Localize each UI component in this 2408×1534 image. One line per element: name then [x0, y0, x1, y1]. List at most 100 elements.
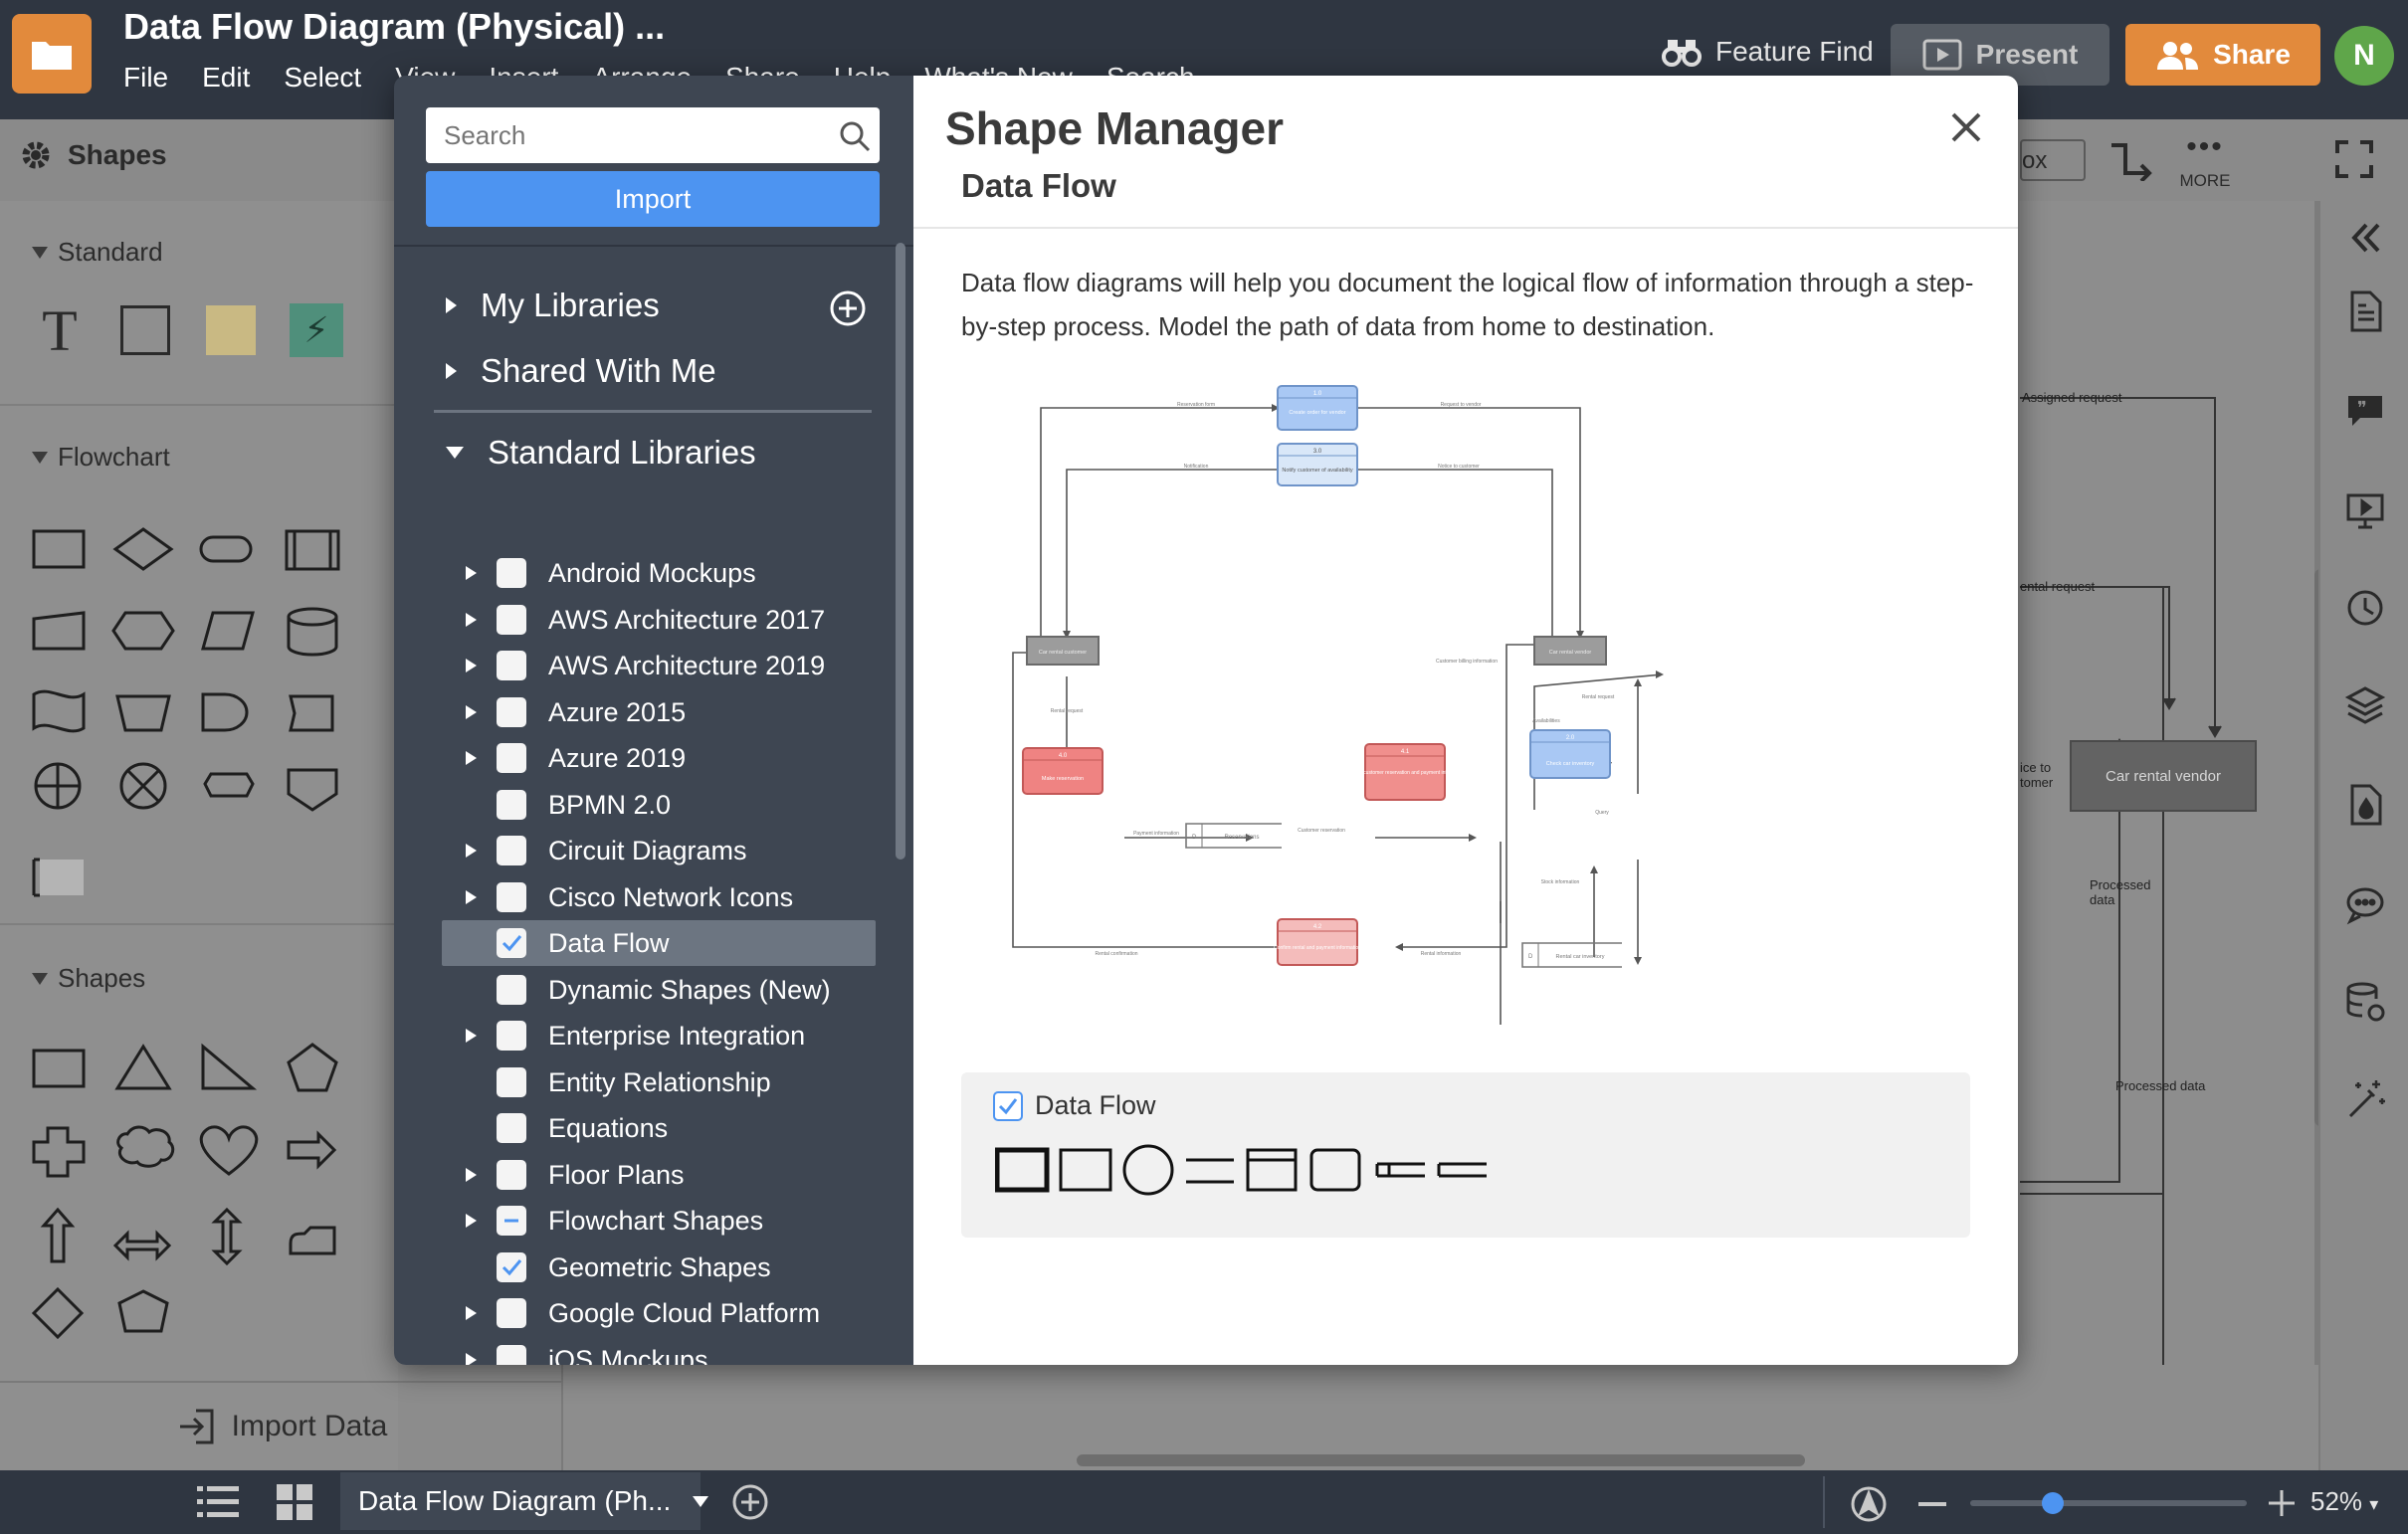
- checkbox-empty-icon[interactable]: [497, 1160, 526, 1190]
- horizontal-scrollbar[interactable]: [1077, 1454, 1805, 1466]
- library-search-input[interactable]: [426, 107, 880, 163]
- block-shape[interactable]: [117, 302, 173, 358]
- data-linking-icon[interactable]: [2342, 979, 2388, 1025]
- library-item[interactable]: Circuit Diagrams: [442, 828, 876, 873]
- chevron-right-icon[interactable]: [466, 1168, 477, 1182]
- diagram-canvas[interactable]: Assigned request ental request ice to to…: [2020, 201, 2318, 1470]
- library-item[interactable]: Entity Relationship: [442, 1059, 876, 1105]
- checkbox-empty-icon[interactable]: [497, 1113, 526, 1143]
- library-item[interactable]: BPMN 2.0: [442, 782, 876, 828]
- chat-icon[interactable]: [2342, 881, 2388, 927]
- checkbox-empty-icon[interactable]: [497, 882, 526, 912]
- checkbox-empty-icon[interactable]: [497, 743, 526, 773]
- shapes-panel-header[interactable]: Shapes: [18, 137, 167, 173]
- chevron-right-icon[interactable]: [466, 705, 477, 719]
- zoom-level[interactable]: 52% ▾: [2310, 1486, 2379, 1516]
- zoom-slider-handle[interactable]: [2042, 1492, 2065, 1514]
- chevron-right-icon[interactable]: [466, 1029, 477, 1043]
- checkbox-empty-icon[interactable]: [497, 975, 526, 1005]
- chevron-right-icon[interactable]: [466, 844, 477, 858]
- chevron-right-icon[interactable]: [466, 566, 477, 580]
- section-flowchart[interactable]: Flowchart: [32, 442, 170, 473]
- fullscreen-icon[interactable]: [2334, 139, 2374, 179]
- grid-view-icon[interactable]: [275, 1482, 314, 1522]
- history-icon[interactable]: [2342, 585, 2388, 631]
- library-card-toggle[interactable]: Data Flow: [993, 1090, 1156, 1121]
- checkbox-empty-icon[interactable]: [497, 1021, 526, 1051]
- menu-select[interactable]: Select: [284, 62, 362, 93]
- basic-shapes-grid[interactable]: [30, 1039, 398, 1466]
- layers-icon[interactable]: [2342, 682, 2388, 728]
- checkbox-empty-icon[interactable]: [497, 1298, 526, 1328]
- fill-style-icon[interactable]: [2342, 782, 2388, 828]
- library-item[interactable]: Dynamic Shapes (New): [442, 967, 876, 1013]
- library-item[interactable]: Floor Plans: [442, 1152, 876, 1198]
- unit-spinner[interactable]: ox: [2020, 139, 2086, 181]
- section-shapes[interactable]: Shapes: [32, 963, 145, 994]
- library-item[interactable]: AWS Architecture 2017: [442, 597, 876, 643]
- checkbox-partial-icon[interactable]: [497, 1206, 526, 1236]
- checkbox-empty-icon[interactable]: [497, 651, 526, 680]
- library-item[interactable]: Equations: [442, 1105, 876, 1151]
- chevron-down-icon[interactable]: [693, 1495, 709, 1507]
- library-item[interactable]: Azure 2015: [442, 689, 876, 735]
- chevron-right-icon[interactable]: [466, 613, 477, 627]
- menu-edit[interactable]: Edit: [202, 62, 251, 93]
- collapse-panel-icon[interactable]: [2342, 215, 2388, 261]
- zoom-out-icon[interactable]: [1918, 1502, 1946, 1506]
- present-button[interactable]: Present: [1891, 24, 2109, 86]
- library-shape-strip[interactable]: [995, 1140, 1512, 1200]
- library-item[interactable]: Flowchart Shapes: [442, 1198, 876, 1244]
- note-shape[interactable]: [203, 302, 259, 358]
- list-view-icon[interactable]: [195, 1482, 241, 1522]
- comment-quote-icon[interactable]: ❞: [2342, 386, 2388, 432]
- library-item[interactable]: Data Flow: [442, 920, 876, 966]
- chevron-right-icon[interactable]: [466, 1214, 477, 1228]
- search-icon[interactable]: [838, 119, 872, 153]
- menu-file[interactable]: File: [123, 62, 169, 93]
- presentation-icon[interactable]: [2342, 487, 2388, 533]
- library-item[interactable]: Geometric Shapes: [442, 1245, 876, 1290]
- page-tab[interactable]: Data Flow Diagram (Ph...: [340, 1472, 709, 1530]
- library-scrollbar[interactable]: [896, 243, 905, 860]
- library-item[interactable]: Azure 2019: [442, 735, 876, 781]
- import-button[interactable]: Import: [426, 171, 880, 227]
- zoom-in-icon[interactable]: [2267, 1488, 2297, 1518]
- library-item[interactable]: Google Cloud Platform: [442, 1290, 876, 1336]
- library-item[interactable]: iOS Mockups: [442, 1337, 876, 1365]
- text-shape[interactable]: T: [42, 297, 78, 363]
- page-properties-icon[interactable]: [2342, 288, 2388, 334]
- section-standard[interactable]: Standard: [32, 237, 163, 268]
- action-shape[interactable]: ⚡: [289, 302, 344, 358]
- checkbox-empty-icon[interactable]: [497, 1067, 526, 1097]
- checkbox-empty-icon[interactable]: [497, 790, 526, 820]
- chevron-right-icon[interactable]: [466, 751, 477, 765]
- group-shared-with-me[interactable]: Shared With Me: [446, 352, 716, 390]
- canvas-bottom[interactable]: [563, 1365, 2318, 1470]
- group-standard-libraries[interactable]: Standard Libraries: [446, 434, 756, 472]
- checkbox-empty-icon[interactable]: [497, 558, 526, 588]
- checkbox-empty-icon[interactable]: [497, 605, 526, 635]
- folder-icon[interactable]: [12, 14, 92, 94]
- add-library-icon[interactable]: [828, 288, 868, 328]
- chevron-right-icon[interactable]: [466, 659, 477, 672]
- entity-car-rental-vendor[interactable]: Car rental vendor: [2070, 740, 2257, 812]
- more-button[interactable]: ••• MORE: [2175, 132, 2235, 193]
- close-icon[interactable]: [1948, 109, 1984, 145]
- add-page-icon[interactable]: [730, 1482, 770, 1522]
- checkbox-checked-icon[interactable]: [497, 1252, 526, 1282]
- flowchart-shapes-grid[interactable]: [30, 517, 398, 1074]
- user-avatar[interactable]: N: [2334, 26, 2394, 86]
- library-item[interactable]: AWS Architecture 2019: [442, 643, 876, 688]
- checkbox-empty-icon[interactable]: [497, 1345, 526, 1365]
- connector-icon[interactable]: [2107, 139, 2153, 181]
- chevron-right-icon[interactable]: [466, 890, 477, 904]
- navigation-icon[interactable]: [1849, 1484, 1889, 1524]
- zoom-slider[interactable]: [1970, 1500, 2247, 1506]
- checkbox-empty-icon[interactable]: [497, 836, 526, 865]
- group-my-libraries[interactable]: My Libraries: [446, 287, 660, 324]
- share-button[interactable]: Share: [2125, 24, 2320, 86]
- feature-find-button[interactable]: Feature Find: [1662, 36, 1874, 68]
- checkbox-checked-icon[interactable]: [993, 1090, 1023, 1121]
- library-item[interactable]: Android Mockups: [442, 551, 876, 596]
